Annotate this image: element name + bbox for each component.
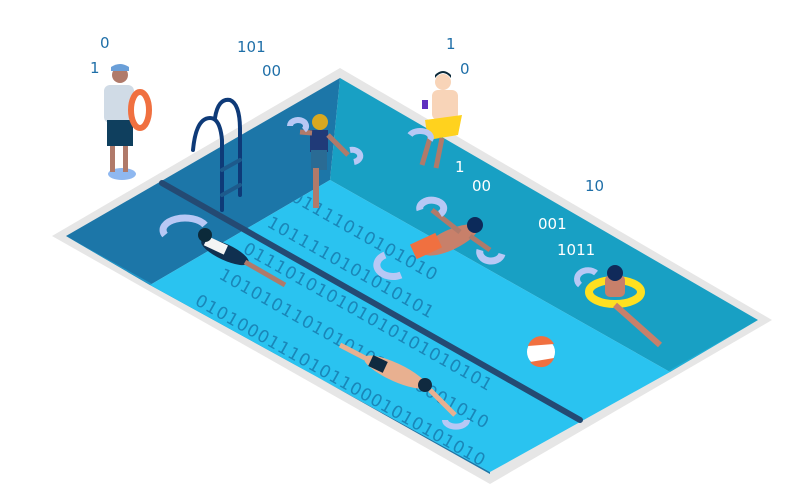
pool-ladder-icon [191,97,242,212]
binary-digit: 001 [538,215,567,233]
lane-rope [159,180,583,423]
lifeguard-figure [104,64,152,180]
binary-digit: 1011 [557,241,595,259]
swimmer-front [338,342,470,430]
binary-digit: 101 [237,38,266,56]
beach-ball-icon [527,336,555,368]
binary-digit: 00 [262,62,281,80]
girl-in-float-ring [574,265,662,348]
binary-digit: 10 [585,177,604,195]
swimmer-middle [373,196,506,280]
man-sitting-with-phone [407,71,462,169]
swimmer-left [159,214,287,288]
binary-digit: 1 [90,59,100,77]
binary-digit: 00 [472,177,491,195]
binary-digit: 0 [460,60,470,78]
binary-digit: 0 [100,34,110,52]
binary-digit: 1 [455,158,465,176]
pool-left-wall [66,78,340,285]
binary-digit: 1 [446,35,456,53]
swimmer-standing [287,114,364,208]
